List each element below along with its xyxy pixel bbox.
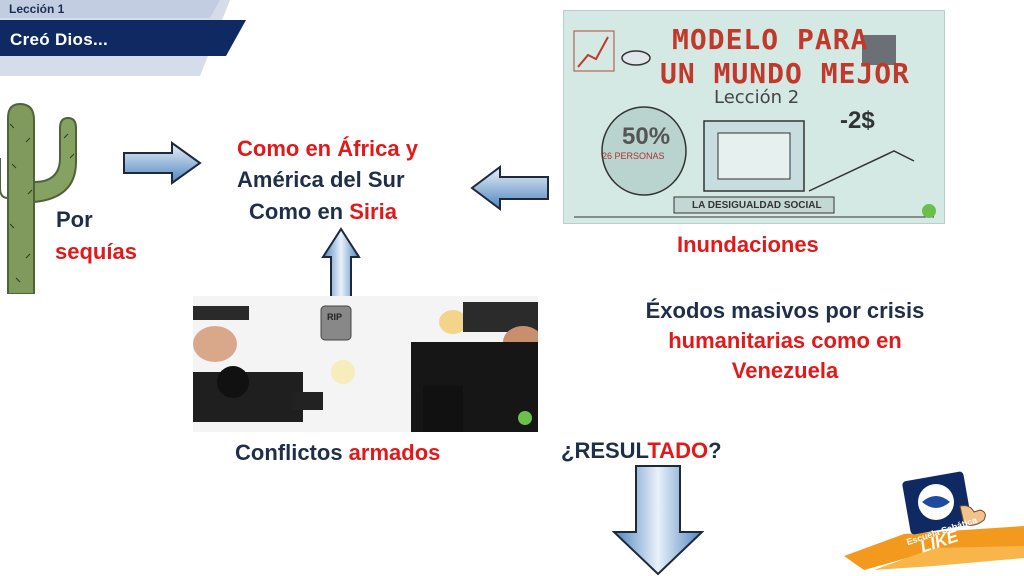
modelo-price: -2$ (840, 107, 875, 134)
modelo-thumbnail: MODELO PARA UN MUNDO MEJOR Lección 2 50%… (563, 10, 945, 224)
arrow-up-icon (321, 227, 361, 306)
modelo-sketch (564, 11, 944, 223)
lesson-label: Lección 1 (9, 2, 65, 16)
exodus-text: Éxodos masivos por crisis humanitarias c… (590, 296, 980, 386)
cause-highlight: sequías (55, 239, 137, 264)
center-line3: Como en Siria (249, 199, 397, 225)
modelo-title-line2: UN MUNDO MEJOR (660, 57, 911, 90)
rip-label: RIP (327, 312, 343, 322)
conflict-image: RIP (193, 296, 538, 432)
cactus-image (0, 98, 80, 294)
arrow-down-icon (612, 465, 704, 576)
center-line2: América del Sur (237, 167, 405, 192)
center-line1: Como en África y (237, 136, 418, 161)
conflict-caption: Conflictos armados (235, 440, 440, 466)
conflict-sketch (193, 296, 538, 432)
arrow-left-icon (470, 165, 549, 211)
result-prefix: ¿RESUL (561, 438, 648, 463)
conflict-highlight: armados (348, 440, 441, 465)
result-highlight: TADO (647, 438, 709, 463)
escuela-sabatica-logo (844, 471, 1024, 570)
center-line3-prefix: Como en (249, 199, 350, 224)
result-question: ¿RESULTADO? (561, 438, 722, 464)
center-line3-highlight: Siria (349, 199, 397, 224)
modelo-percent-note: 26 PERSONAS (602, 151, 665, 161)
modelo-title-line1: MODELO PARA (672, 23, 869, 56)
modelo-subtitle: Lección 2 (714, 87, 800, 108)
cause-prefix: Por (56, 207, 93, 232)
conflict-prefix: Conflictos (235, 440, 349, 465)
modelo-footer: LA DESIGUALDAD SOCIAL (692, 200, 822, 211)
arrow-right-icon (123, 141, 202, 185)
lesson-title: Creó Dios... (10, 30, 109, 49)
thumbnail-caption: Inundaciones (677, 232, 819, 257)
exodus-line2: humanitarias como en (668, 328, 902, 353)
lesson-banner (0, 0, 246, 76)
exodus-line3: Venezuela (731, 358, 839, 383)
result-suffix: ? (708, 438, 722, 463)
modelo-percent: 50% (622, 123, 671, 150)
exodus-line1: Éxodos masivos por crisis (645, 298, 925, 323)
